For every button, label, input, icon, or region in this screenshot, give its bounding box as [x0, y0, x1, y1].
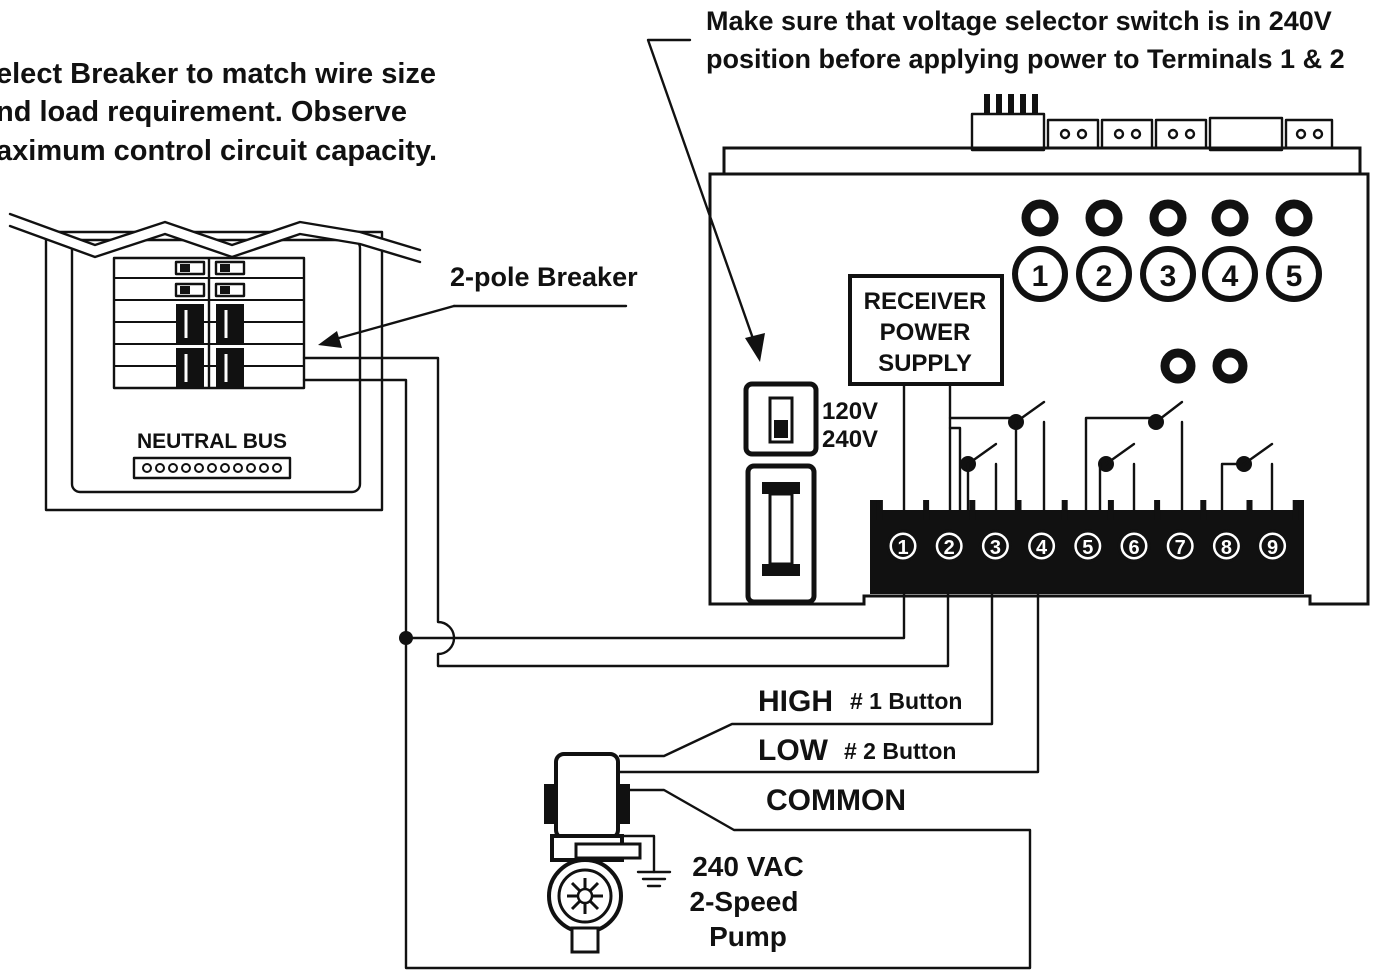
- button-2: 2: [1076, 199, 1132, 302]
- terminal-7: 7: [1163, 529, 1197, 563]
- svg-text:1: 1: [1032, 260, 1049, 293]
- bus-screw: [168, 463, 178, 473]
- low-button-label: # 2 Button: [844, 738, 956, 764]
- two-pole-breaker-handle-left: [176, 348, 204, 388]
- breaker-note-line-2: nd load requirement. Observe: [0, 96, 407, 128]
- service-panel: NEUTRAL BUS: [0, 210, 422, 512]
- breaker-callout-label: 2-pole Breaker: [450, 262, 638, 292]
- breaker-callout: 2-pole Breaker: [318, 262, 638, 348]
- voltage-note-line-2: position before applying power to Termin…: [706, 44, 1345, 74]
- terminal-divider: [969, 500, 976, 520]
- field-wiring: HIGH # 1 Button LOW # 2 Button COMMON: [302, 356, 1040, 970]
- pump-line-3: Pump: [709, 921, 787, 952]
- button-3: 3: [1140, 199, 1196, 302]
- two-pole-breaker-handle-right: [216, 348, 244, 388]
- button-4: 4: [1202, 199, 1258, 302]
- terminal-9: 9: [1256, 529, 1290, 563]
- remote-button-indicators: 1 2 3 4 5: [1012, 199, 1322, 384]
- terminal-label: 8: [1221, 537, 1232, 559]
- top-connectors: [970, 94, 1334, 152]
- breaker-note-line-1: elect Breaker to match wire size: [0, 58, 436, 90]
- power-supply-line-1: RECEIVER: [864, 288, 987, 315]
- breaker-note: elect Breaker to match wire size nd load…: [0, 58, 437, 167]
- bus-screw: [220, 463, 230, 473]
- terminal-label: 2: [944, 537, 955, 559]
- svg-text:5: 5: [1286, 260, 1303, 293]
- voltage-selector-switch[interactable]: 120V 240V: [743, 381, 878, 457]
- neutral-bus-bar: [132, 456, 292, 480]
- pump-line-2: 2-Speed: [690, 886, 799, 917]
- terminal-divider: [923, 500, 930, 520]
- terminal-label: 1: [897, 537, 908, 559]
- leader-arrowhead: [745, 333, 765, 362]
- bus-screw: [233, 463, 243, 473]
- voltage-note: Make sure that voltage selector switch i…: [706, 6, 1345, 74]
- switch-slider[interactable]: [774, 420, 788, 438]
- bus-screw: [246, 463, 256, 473]
- high-button-label: # 1 Button: [850, 688, 962, 714]
- bus-screw: [272, 463, 282, 473]
- receiver-unit: 1 2 3 4 5: [708, 94, 1370, 606]
- common-label: COMMON: [766, 784, 906, 817]
- terminal-label: 5: [1082, 537, 1093, 559]
- terminal-divider: [1107, 500, 1114, 520]
- bus-screw: [142, 463, 152, 473]
- pump: 240 VAC 2-Speed Pump: [544, 752, 804, 954]
- terminal-label: 7: [1175, 537, 1186, 559]
- svg-text:4: 4: [1222, 260, 1239, 293]
- fuse-holder: [745, 463, 817, 605]
- svg-text:3: 3: [1160, 260, 1177, 293]
- indicator-led-left: [1160, 348, 1196, 384]
- button-5: 5: [1266, 199, 1322, 302]
- power-supply-line-2: POWER: [880, 319, 971, 346]
- high-label: HIGH: [758, 685, 833, 718]
- bus-screw: [155, 463, 165, 473]
- terminal-label: 6: [1128, 537, 1139, 559]
- neutral-bus-label: NEUTRAL BUS: [137, 430, 287, 453]
- voltage-note-leader: [646, 38, 765, 362]
- terminal-block: 1 2 3 4 5 6 7 8 9: [870, 500, 1304, 594]
- terminal-label: 4: [1036, 537, 1048, 559]
- terminal-divider: [1292, 500, 1299, 520]
- terminal-3: 3: [978, 529, 1012, 563]
- bus-screw: [181, 463, 191, 473]
- terminal-6: 6: [1117, 529, 1151, 563]
- svg-text:2: 2: [1096, 260, 1113, 293]
- terminal-divider: [1015, 500, 1022, 520]
- pump-line-1: 240 VAC: [692, 851, 804, 882]
- bus-screw: [194, 463, 204, 473]
- relay-wiring: [902, 382, 1274, 512]
- terminal-divider: [1246, 500, 1253, 520]
- ground-icon: [620, 834, 672, 888]
- wire-junction: [399, 631, 413, 645]
- bus-screw: [259, 463, 269, 473]
- terminal-divider: [876, 500, 883, 520]
- terminal-label: 3: [990, 537, 1001, 559]
- breaker-note-line-3: aximum control circuit capacity.: [0, 135, 437, 167]
- terminal-4: 4: [1025, 529, 1059, 563]
- terminal-divider: [1154, 500, 1161, 520]
- terminal-label: 9: [1267, 537, 1278, 559]
- terminal-5: 5: [1071, 529, 1105, 563]
- terminal-8: 8: [1209, 529, 1243, 563]
- indicator-led-right: [1212, 348, 1248, 384]
- low-label: LOW: [758, 734, 829, 767]
- terminal-divider: [1061, 500, 1068, 520]
- callout-arrowhead: [318, 331, 342, 348]
- button-1: 1: [1012, 199, 1068, 302]
- receiver-power-supply: RECEIVER POWER SUPPLY: [848, 274, 1004, 386]
- bus-screw: [207, 463, 217, 473]
- terminal-2: 2: [932, 529, 966, 563]
- voltage-option-120: 120V: [822, 398, 878, 425]
- breaker-stack: [112, 256, 306, 390]
- power-supply-line-3: SUPPLY: [878, 350, 972, 377]
- voltage-note-line-1: Make sure that voltage selector switch i…: [706, 6, 1332, 36]
- terminal-divider: [1200, 500, 1207, 520]
- terminal-1: 1: [886, 529, 920, 563]
- voltage-option-240: 240V: [822, 426, 878, 453]
- pump-motor-icon: [544, 752, 642, 954]
